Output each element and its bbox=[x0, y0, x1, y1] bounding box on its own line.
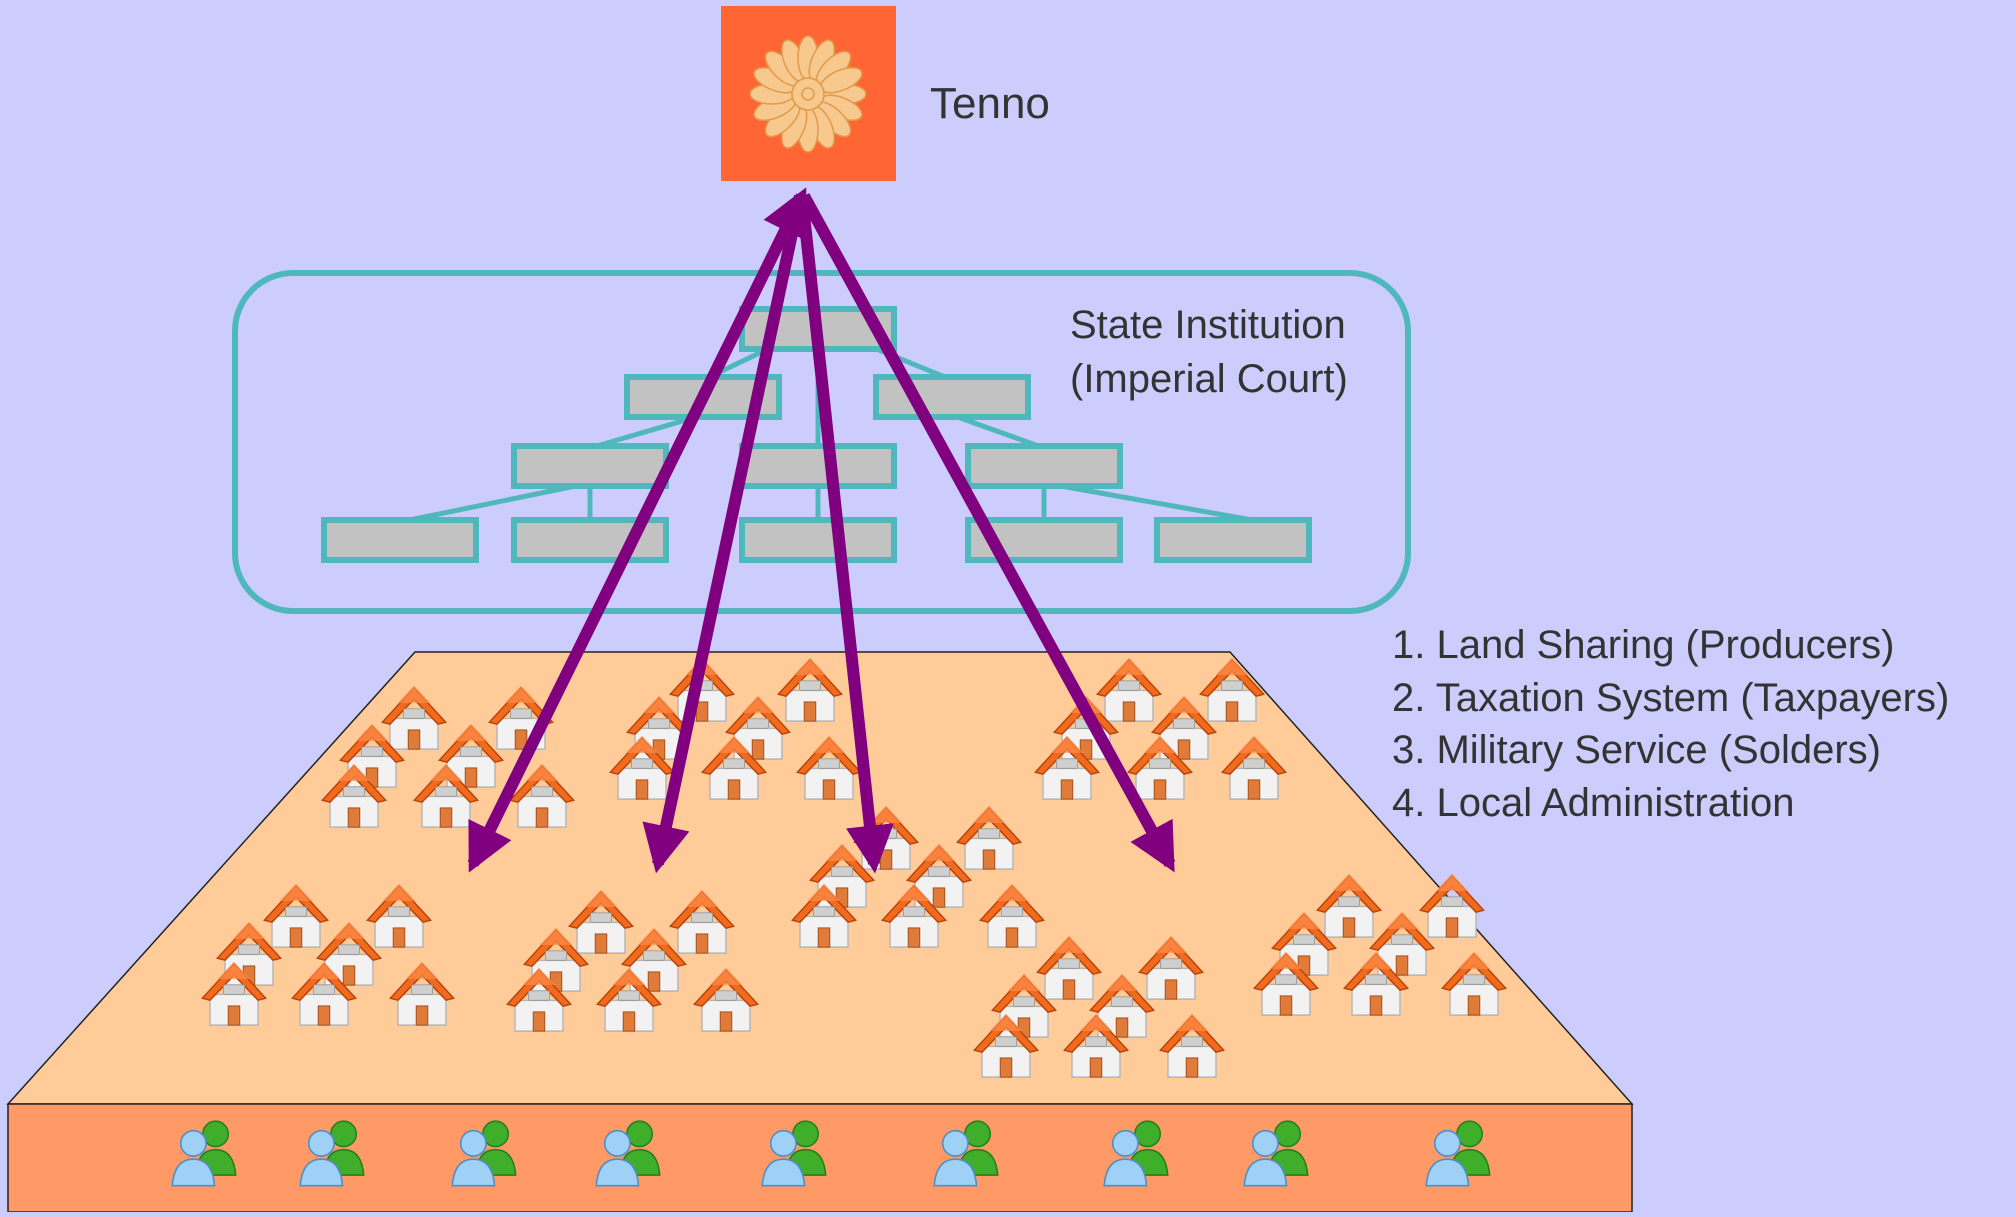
arrow-to-village-3 bbox=[796, 195, 894, 874]
office-box bbox=[511, 443, 669, 489]
authority-arrows bbox=[467, 187, 1176, 874]
office-box bbox=[739, 517, 897, 563]
functions-list: 1. Land Sharing (Producers) 2. Taxation … bbox=[1392, 623, 1949, 825]
office-box bbox=[1154, 517, 1312, 563]
imperial-court-box bbox=[232, 270, 1411, 614]
emperor-label: Tenno bbox=[930, 79, 1050, 128]
office-box bbox=[873, 374, 1031, 420]
function-item: 3. Military Service (Solders) bbox=[1392, 728, 1881, 772]
court-title-line1: State Institution bbox=[1070, 303, 1346, 347]
office-box bbox=[965, 443, 1123, 489]
arrow-to-village-1 bbox=[467, 187, 808, 873]
court-title-line2: (Imperial Court) bbox=[1070, 357, 1348, 401]
office-box bbox=[321, 517, 479, 563]
function-item: 4. Local Administration bbox=[1392, 781, 1794, 825]
function-item: 1. Land Sharing (Producers) bbox=[1392, 623, 1895, 667]
function-item: 2. Taxation System (Taxpayers) bbox=[1392, 676, 1949, 720]
arrow-to-village-4 bbox=[798, 193, 1176, 873]
chrysanthemum-seal-icon bbox=[749, 35, 867, 153]
office-box bbox=[739, 443, 897, 489]
arrow-to-village-2 bbox=[642, 194, 806, 874]
seal-center bbox=[791, 77, 825, 111]
seal-core bbox=[801, 87, 815, 101]
